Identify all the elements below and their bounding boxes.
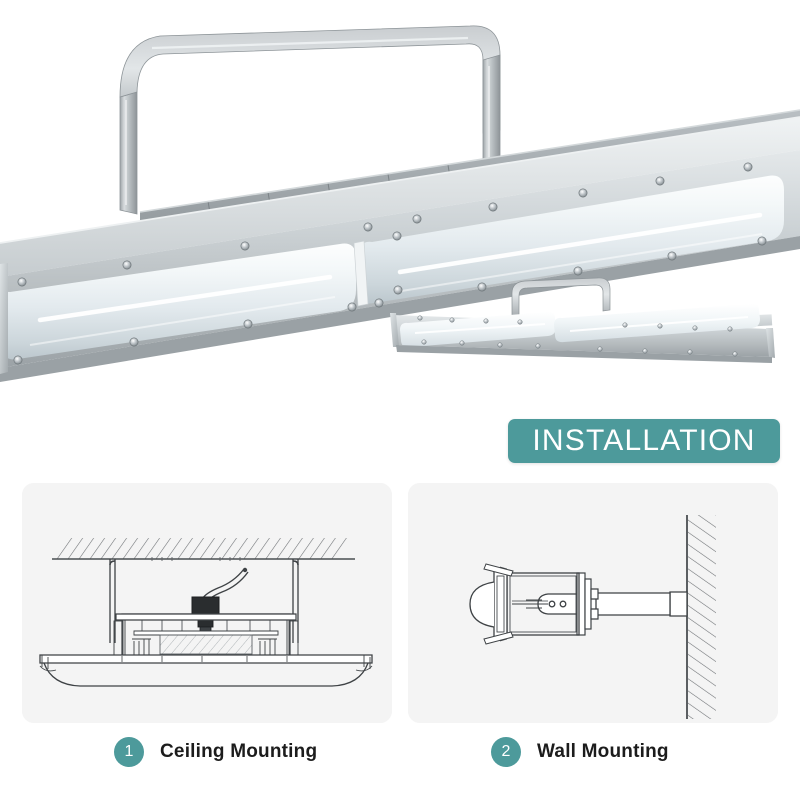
secondary-diffuser-right: [554, 303, 760, 343]
fixture-bottom-lip: [0, 236, 800, 382]
ceiling-mounting-diagram: [22, 483, 392, 723]
hero-product-photo: [0, 25, 800, 382]
secondary-bracket-handle: [511, 277, 611, 320]
ceiling-surface: [52, 538, 355, 560]
diffuser-lens-right: [358, 175, 784, 304]
wall-mounting-label: Wall Mounting: [537, 741, 669, 762]
secondary-bottom-lip: [396, 345, 772, 363]
mounting-bracket-handle: [119, 25, 501, 215]
cable-gland-junction-box: [191, 596, 220, 633]
secondary-screws: [417, 315, 738, 357]
diffuser-cover-cross-section: [39, 654, 373, 687]
fixture-housing-cross-section: [113, 613, 299, 661]
diffuser-center-seam: [353, 240, 369, 307]
fixture-end-cross-section: [469, 563, 514, 645]
ceiling-mounting-label: Ceiling Mounting: [160, 741, 318, 762]
step-badge-2: 2: [491, 737, 521, 767]
fixture-screws-upper: [17, 162, 753, 287]
fixture-top-flange: [0, 117, 800, 277]
wall-surface: [686, 515, 716, 719]
secondary-fixture-group: [390, 277, 775, 363]
installation-banner: INSTALLATION: [508, 419, 780, 463]
wall-mount-extension-arm: [592, 591, 688, 617]
ceiling-mounting-caption: 1 Ceiling Mounting: [114, 735, 317, 769]
primary-fixture-group: [0, 25, 800, 382]
fixture-screws-bracket: [392, 231, 403, 295]
ceiling-fixing-points: [151, 557, 241, 561]
wall-mounting-caption: 2 Wall Mounting: [491, 735, 669, 769]
fixture-left-endcap: [0, 263, 8, 374]
wall-mounting-diagram: [408, 483, 778, 723]
installation-banner-label: INSTALLATION: [532, 424, 756, 457]
secondary-right-endcap: [766, 328, 775, 358]
fixture-screws-lower: [13, 236, 767, 365]
secondary-left-endcap: [390, 313, 399, 347]
step-badge-1: 1: [114, 737, 144, 767]
bracket-clamp-plate: [576, 572, 599, 636]
